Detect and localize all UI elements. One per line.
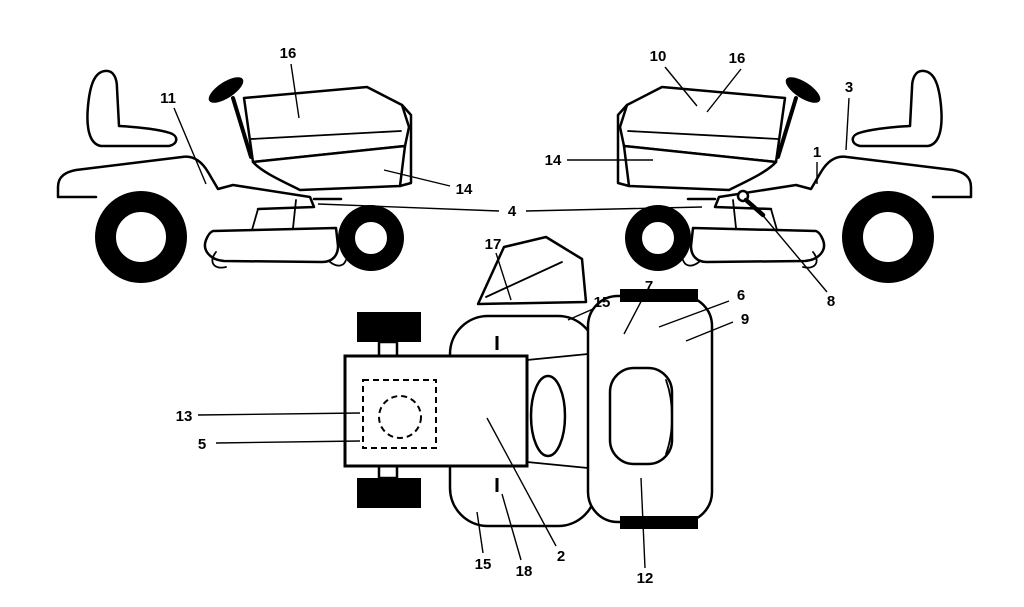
leader-line — [495, 252, 512, 301]
callout-top-13: 13 — [176, 408, 361, 425]
leader-line — [525, 206, 703, 212]
leader-line — [664, 66, 698, 107]
callout-label: 1 — [813, 144, 821, 161]
callout-label: 7 — [645, 278, 653, 295]
leader-line — [759, 211, 828, 293]
callouts-layer: 16 11 14 4 10 16 3 14 — [160, 45, 853, 587]
callout-left-11: 11 — [160, 90, 207, 185]
leader-line — [290, 63, 300, 119]
callout-top-7: 7 — [623, 278, 653, 335]
seat-top-outline — [608, 366, 674, 466]
callout-center-4: 4 — [317, 203, 703, 220]
callout-right-14: 14 — [545, 152, 653, 169]
callout-label: 9 — [741, 311, 749, 328]
callout-label: 3 — [845, 79, 853, 96]
leader-line — [317, 203, 500, 212]
callout-label: 18 — [516, 563, 533, 580]
leader-line — [486, 417, 557, 547]
tractor-right-side-view — [616, 68, 973, 285]
steering-wheel-top — [529, 374, 567, 458]
callout-top-9: 9 — [685, 311, 749, 342]
axle-bracket-upper — [377, 340, 399, 358]
hood-waist-line-upper — [526, 353, 589, 361]
battery-cap-hidden-outline — [378, 395, 422, 439]
callout-label: 11 — [160, 90, 176, 107]
leader-line — [567, 308, 594, 321]
leader-line — [623, 293, 646, 335]
discharge-chute-outline — [476, 235, 588, 306]
callout-label: 16 — [729, 50, 746, 67]
callout-right-1: 1 — [813, 144, 821, 184]
callout-label: 8 — [827, 293, 835, 310]
front-wheel-top-right — [357, 478, 421, 508]
callout-label: 6 — [737, 287, 745, 304]
callout-top-15-lower: 15 — [475, 511, 492, 573]
callout-top-17: 17 — [485, 236, 512, 301]
leader-line — [501, 493, 522, 561]
callout-label: 15 — [475, 556, 492, 573]
leader-line — [658, 300, 730, 328]
callout-label: 14 — [456, 181, 473, 198]
tractor-left-artwork — [56, 68, 413, 285]
callout-top-5: 5 — [198, 436, 361, 453]
leader-line — [640, 477, 646, 569]
callout-label: 10 — [650, 48, 667, 65]
callout-top-18: 18 — [501, 493, 533, 580]
rear-wheel-top-left — [620, 289, 698, 302]
front-wheel-top-left — [357, 312, 421, 342]
callout-label: 16 — [280, 45, 297, 62]
tractor-top-view — [343, 235, 714, 529]
hood-waist-line-lower — [526, 461, 589, 469]
callout-top-15-upper: 15 — [567, 294, 611, 321]
rear-wheel-top-right — [620, 516, 698, 529]
callout-top-12: 12 — [637, 477, 654, 587]
callout-right-8: 8 — [759, 211, 835, 310]
leader-line — [476, 511, 484, 554]
callout-label: 13 — [176, 408, 193, 425]
leader-line — [706, 68, 742, 113]
callout-top-6: 6 — [658, 287, 745, 328]
leader-line — [197, 412, 361, 416]
leader-line — [685, 321, 734, 342]
callout-label: 15 — [594, 294, 611, 311]
leader-line — [215, 440, 361, 444]
axle-bracket-lower — [377, 464, 399, 480]
callout-label: 2 — [557, 548, 565, 565]
callout-label: 17 — [485, 236, 502, 253]
callout-left-14: 14 — [383, 169, 473, 198]
tractor-left-side-view — [56, 68, 413, 285]
leader-line — [845, 97, 850, 151]
leader-line — [383, 169, 451, 187]
callout-right-16: 16 — [706, 50, 746, 113]
callout-label: 4 — [508, 203, 517, 220]
callout-left-16: 16 — [280, 45, 300, 119]
leader-line — [173, 107, 207, 185]
seat-bolster-line — [665, 379, 673, 455]
callout-right-10: 10 — [650, 48, 698, 107]
callout-label: 12 — [637, 570, 654, 587]
callout-label: 5 — [198, 436, 206, 453]
callout-label: 14 — [545, 152, 562, 169]
discharge-chute-fold-line — [485, 261, 563, 298]
callout-top-2: 2 — [486, 417, 565, 565]
callout-right-3: 3 — [845, 79, 853, 151]
tractor-right-artwork — [616, 68, 973, 285]
